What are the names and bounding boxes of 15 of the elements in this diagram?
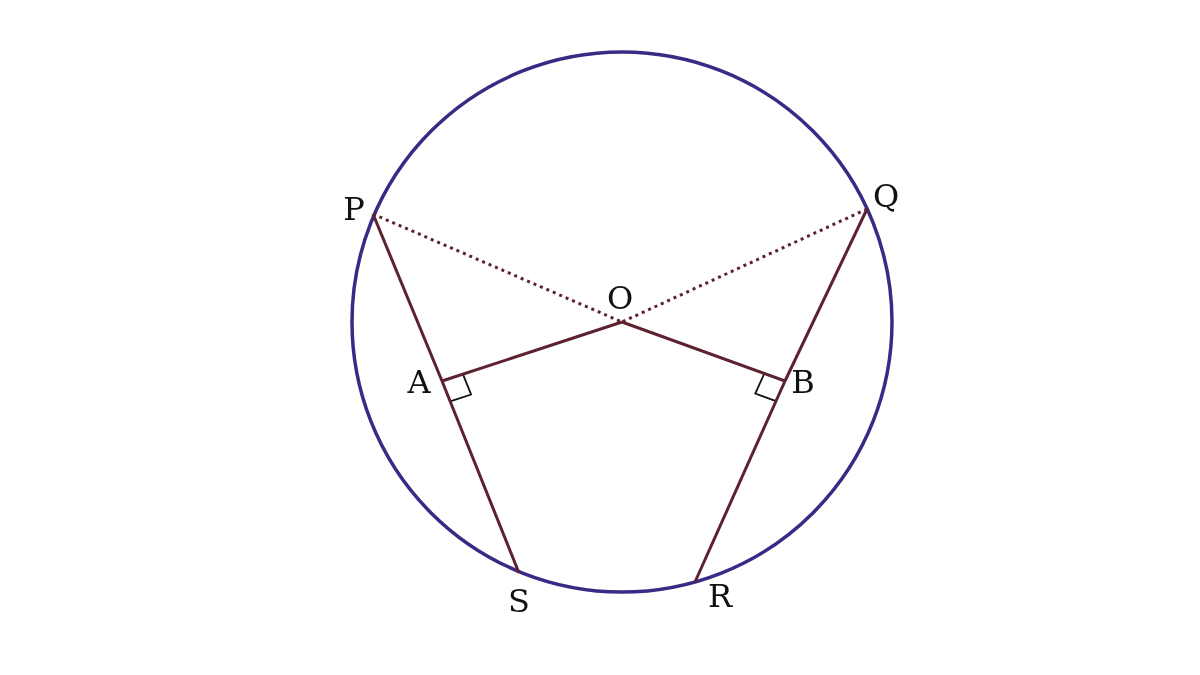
line-segment [371, 213, 444, 382]
point-label: S [508, 585, 530, 617]
dotted-line [621, 207, 868, 324]
line-segment [693, 380, 787, 583]
line-segment [440, 380, 521, 574]
point-label: A [407, 366, 431, 398]
point-label: P [343, 193, 365, 225]
line-segment [441, 320, 623, 383]
point-label: R [707, 580, 733, 612]
point-label: O [606, 282, 634, 314]
point-label: Q [872, 180, 900, 212]
dotted-line [372, 212, 623, 324]
point-label: B [791, 366, 815, 398]
line-segment [621, 320, 786, 383]
line-segment [783, 208, 869, 382]
